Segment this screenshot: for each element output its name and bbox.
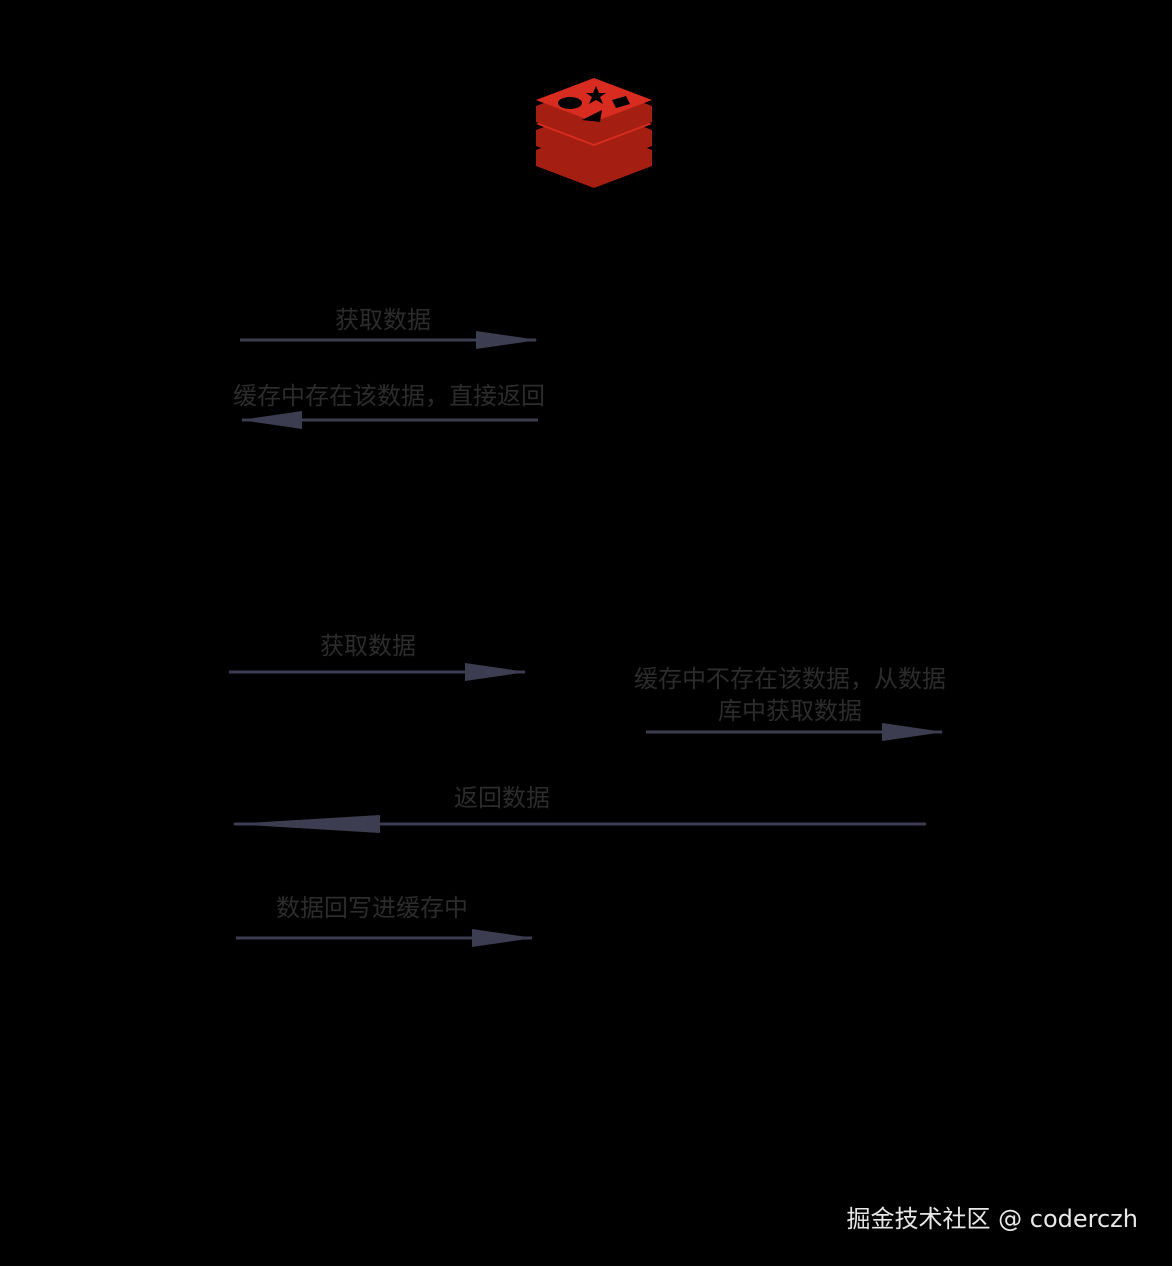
writeback-label: 数据回写进缓存中 bbox=[276, 894, 468, 922]
db-fetch-arrowhead bbox=[882, 723, 944, 741]
cache-hit-response-arrowhead bbox=[240, 411, 302, 429]
writeback-arrowhead bbox=[472, 929, 534, 947]
cache-miss-request-arrowhead bbox=[465, 663, 527, 681]
return-data-label: 返回数据 bbox=[454, 784, 550, 812]
cache-miss-request-label: 获取数据 bbox=[320, 632, 416, 660]
redis-logo-icon bbox=[536, 78, 652, 188]
return-data-arrowhead bbox=[232, 815, 380, 833]
db-fetch-label: 缓存中不存在该数据，从数据库中获取数据 bbox=[634, 665, 946, 725]
cache-hit-response-label: 缓存中存在该数据，直接返回 bbox=[233, 382, 545, 410]
cache-hit-request-label: 获取数据 bbox=[335, 306, 431, 334]
cache-hit-request-arrowhead bbox=[476, 331, 538, 349]
watermark: 掘金技术社区 @ coderczh bbox=[846, 1205, 1138, 1233]
